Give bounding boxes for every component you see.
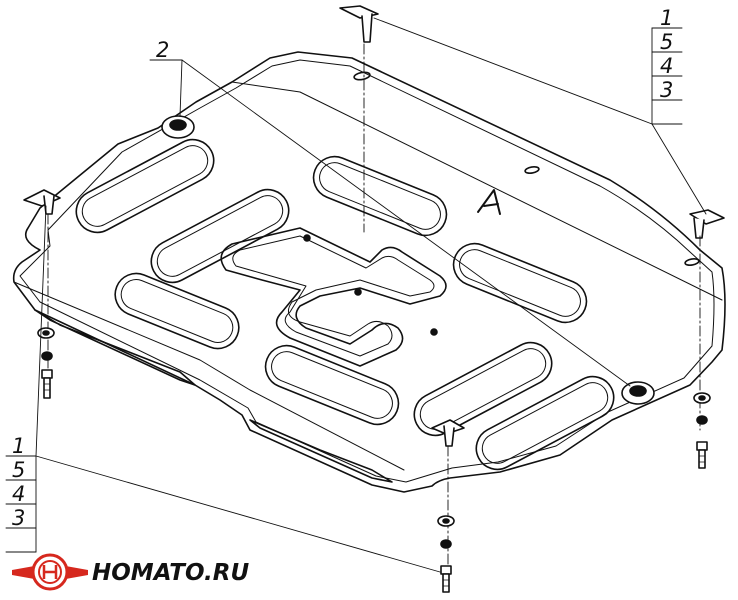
callout-bottom-left-1: 1 <box>12 434 25 458</box>
washer-left <box>37 327 55 361</box>
callout-top-right-1: 1 <box>660 6 673 30</box>
mounting-holes <box>303 71 700 336</box>
bolt-right <box>696 441 708 469</box>
leader-lines <box>5 17 707 573</box>
rubber-bushing-front <box>161 115 195 139</box>
callout-bottom-left-5: 5 <box>12 458 25 482</box>
rubber-bushing-rear <box>621 381 655 405</box>
callout-bottom-left-3: 3 <box>12 506 25 530</box>
brand-emblem-icon <box>12 553 88 591</box>
stamped-openings <box>75 138 615 471</box>
clip-nut-top <box>339 5 379 43</box>
skid-plate-outline <box>12 51 726 493</box>
assembly-axis-lines <box>47 43 701 576</box>
clip-nut-left <box>23 189 61 215</box>
bend-line-rear <box>13 281 405 471</box>
callout-part-2: 2 <box>156 38 169 62</box>
callout-top-right-5: 5 <box>660 30 673 54</box>
callout-top-right-4: 4 <box>660 54 673 78</box>
washer-bottom <box>437 515 455 549</box>
bolt-left <box>41 369 53 399</box>
clip-nut-bottom <box>431 419 465 447</box>
skirt-mid <box>249 419 393 483</box>
callout-bottom-left-4: 4 <box>12 482 25 506</box>
brand-name: HOMATO.RU <box>92 560 249 586</box>
brand-logo: HOMATO.RU <box>12 553 249 591</box>
washer-right <box>693 392 711 425</box>
center-stamping-inner <box>232 235 435 357</box>
skirt-left <box>34 309 196 386</box>
skid-plate-inner-edge <box>19 59 715 483</box>
callout-top-right-3: 3 <box>660 78 673 102</box>
clip-nut-right <box>689 209 725 239</box>
bend-line-front <box>231 81 723 301</box>
center-stamping <box>220 227 447 367</box>
stamp-letter-a <box>477 189 501 215</box>
bolt-bottom <box>440 565 452 593</box>
